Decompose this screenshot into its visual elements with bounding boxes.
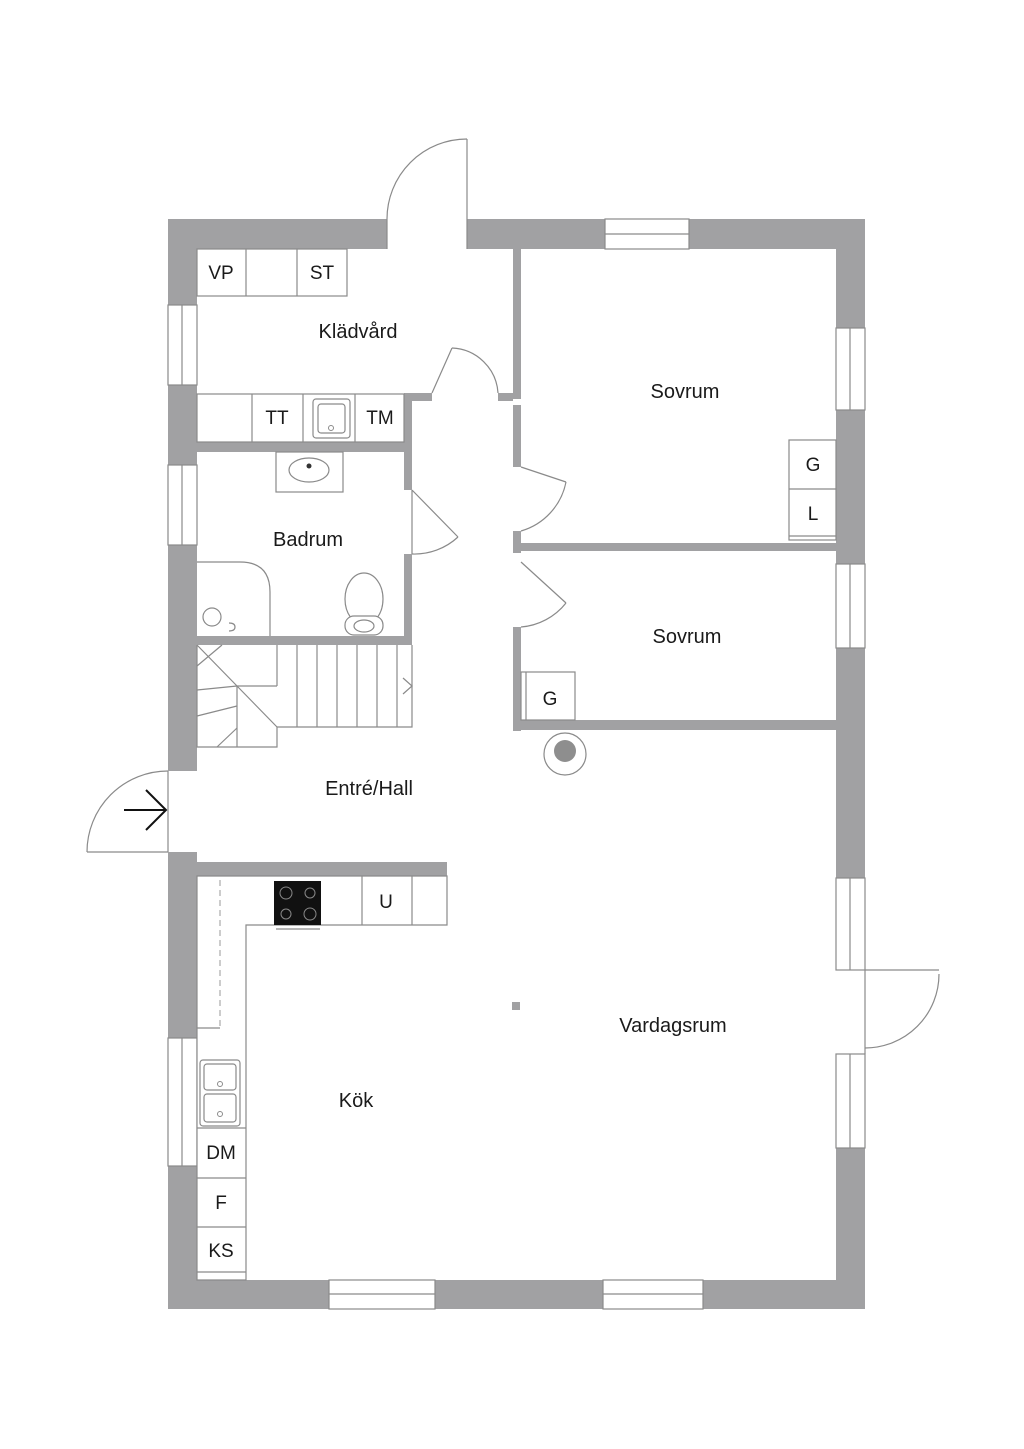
room-label-entre-hall: Entré/Hall — [325, 778, 413, 800]
column-marker — [512, 1002, 520, 1010]
room-label-badrum: Badrum — [273, 529, 343, 551]
interior-doors — [411, 347, 567, 628]
entrance-arrow-icon — [124, 789, 168, 831]
appliance-label-ks: KS — [208, 1241, 233, 1262]
cooktop-icon — [274, 881, 321, 930]
kladvard-fixtures — [196, 248, 405, 443]
room-label-vardagsrum: Vardagsrum — [619, 1015, 726, 1037]
appliance-label-vp: VP — [208, 263, 233, 284]
kitchen-counters — [196, 875, 448, 1281]
appliance-label-g-sovrum-1: G — [806, 455, 821, 476]
appliance-label-st: ST — [310, 263, 335, 284]
room-label-kok: Kök — [339, 1090, 374, 1112]
room-label-kladvard: Klädvård — [319, 321, 398, 343]
exterior-doors — [86, 138, 940, 1054]
interior-walls — [197, 249, 836, 876]
appliance-label-tt: TT — [265, 408, 289, 429]
fireplace-icon — [543, 732, 587, 776]
room-label-sovrum-1: Sovrum — [651, 381, 720, 403]
toilet-icon — [344, 572, 384, 636]
appliance-label-u: U — [379, 892, 393, 913]
room-label-sovrum-2: Sovrum — [653, 626, 722, 648]
appliance-label-tm: TM — [366, 408, 393, 429]
appliance-label-l-sovrum-1: L — [808, 504, 819, 525]
washbasin-icon — [275, 451, 344, 493]
appliance-label-g-sovrum-2: G — [543, 689, 558, 710]
appliance-label-dm: DM — [206, 1143, 236, 1164]
sovrum-1-wardrobes — [788, 439, 837, 541]
windows — [167, 218, 866, 1310]
exterior-walls — [168, 219, 865, 1309]
shower-icon — [197, 561, 271, 636]
utility-sink-icon — [312, 398, 351, 439]
appliance-label-f: F — [215, 1193, 227, 1214]
kitchen-sink-icon — [199, 1059, 241, 1127]
staircase — [196, 644, 413, 748]
sovrum-2-wardrobe — [520, 671, 576, 721]
